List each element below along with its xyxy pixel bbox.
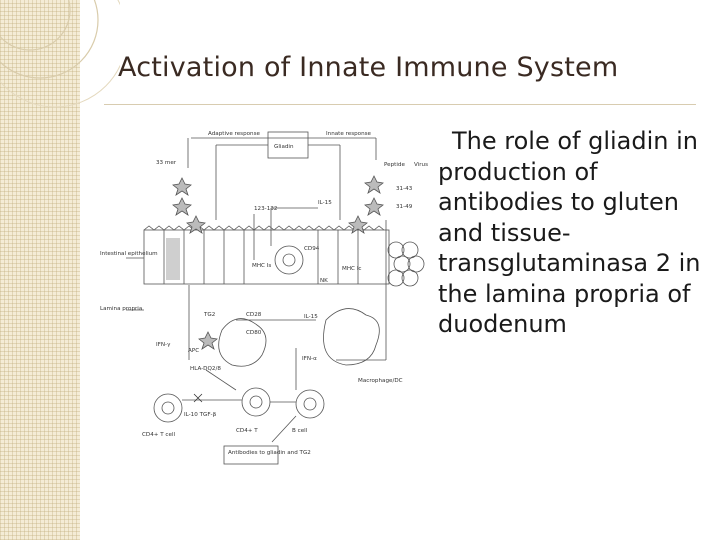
label-virus: Virus bbox=[414, 162, 428, 168]
gliadin-peptides bbox=[172, 175, 384, 350]
label-il15b: IL-15 bbox=[304, 314, 318, 320]
label-hla: HLA-DQ2/8 bbox=[190, 366, 221, 372]
infected-cells bbox=[387, 241, 425, 287]
label-cd94: CD94 bbox=[304, 246, 320, 252]
label-apc: APC bbox=[188, 348, 199, 354]
caption-line-7: duodenum bbox=[438, 310, 567, 338]
label-il10: IL-10 TGF-β bbox=[184, 412, 217, 418]
label-macro: Macrophage/DC bbox=[358, 378, 403, 384]
label-cd28: CD28 bbox=[246, 312, 262, 318]
label-123: 123-132 bbox=[254, 206, 277, 212]
label-nk: NK bbox=[320, 278, 328, 284]
label-cd8: CD4+ T bbox=[236, 428, 258, 434]
caption-line-3: antibodies to gluten bbox=[438, 188, 679, 216]
caption-line-1: The role of gliadin in bbox=[452, 127, 699, 155]
pathway-arrows bbox=[182, 144, 387, 443]
label-mhc1: MHC Is bbox=[252, 263, 271, 269]
caption-line-4: and tissue- bbox=[438, 218, 571, 247]
header-boxes bbox=[187, 131, 377, 168]
decorative-circles bbox=[0, 0, 120, 108]
immune-diagram: Adaptive response Gliadin Innate respons… bbox=[100, 131, 428, 465]
label-peptide: Peptide bbox=[384, 162, 405, 168]
label-3143: 31-43 bbox=[396, 186, 413, 192]
label-intestinal: Intestinal epithelium bbox=[100, 251, 158, 257]
label-adaptive: Adaptive response bbox=[208, 131, 260, 137]
label-gliadin: Gliadin bbox=[274, 144, 294, 150]
label-cd4: CD4+ T cell bbox=[142, 432, 176, 438]
caption-line-6: the lamina propria of bbox=[438, 279, 691, 308]
label-bcell: B cell bbox=[292, 428, 308, 434]
decorative-side-strip bbox=[0, 0, 80, 540]
caption-text: The role of gliadin in production of ant… bbox=[438, 126, 716, 340]
label-lamina: Lamina propria bbox=[100, 306, 142, 312]
immune-cells bbox=[153, 245, 380, 465]
label-3149: 31-49 bbox=[396, 204, 413, 210]
label-ifn1: IFN-γ bbox=[156, 342, 171, 348]
title-divider bbox=[104, 104, 696, 105]
label-mhcic: MHC Ic bbox=[342, 266, 361, 272]
label-cd80: CD80 bbox=[246, 330, 262, 336]
epithelium-layer bbox=[126, 225, 390, 311]
label-33mer: 33 mer bbox=[156, 160, 177, 166]
label-ifn2: IFN-α bbox=[302, 356, 317, 362]
label-il15a: IL-15 bbox=[318, 200, 332, 206]
label-antibodies: Antibodies to gliadin and TG2 bbox=[228, 450, 311, 456]
label-innate: Innate response bbox=[326, 131, 372, 137]
slide-title: Activation of Innate Immune System bbox=[118, 52, 619, 83]
label-tg2: TG2 bbox=[203, 312, 215, 318]
caption-line-2: production of bbox=[438, 157, 598, 186]
caption-line-5: transglutaminasa 2 in bbox=[438, 249, 701, 277]
